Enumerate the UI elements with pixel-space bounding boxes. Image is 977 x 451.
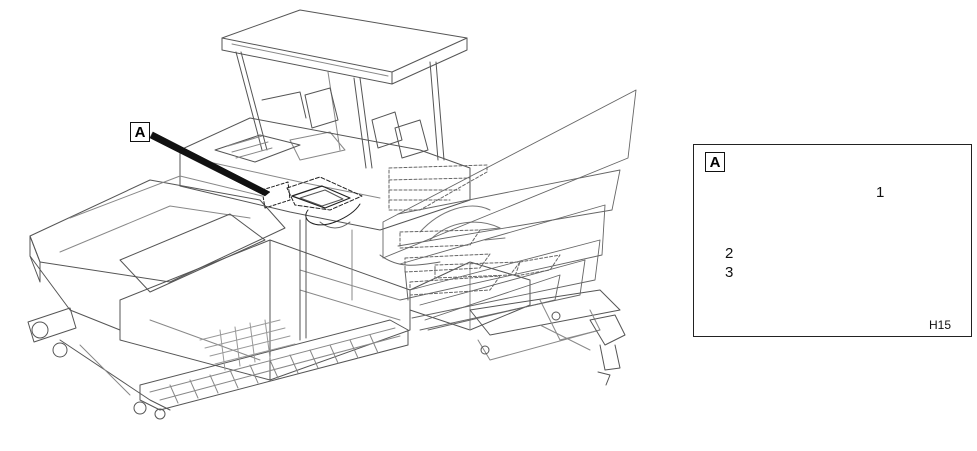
- exploded-panel-outlines: [382, 89, 637, 331]
- callout-a-leader-line: [149, 131, 271, 197]
- callout-a-label: A: [130, 122, 150, 142]
- detail-view-label: A: [705, 152, 725, 172]
- sheet-code: H15: [929, 318, 952, 332]
- highlighted-lamp-location: [261, 176, 363, 226]
- detail-view-frame: [693, 144, 972, 337]
- callout-3: 3: [725, 264, 734, 281]
- paver-machine-drawing: [27, 9, 626, 420]
- callout-2: 2: [725, 245, 734, 262]
- callout-1: 1: [876, 184, 885, 201]
